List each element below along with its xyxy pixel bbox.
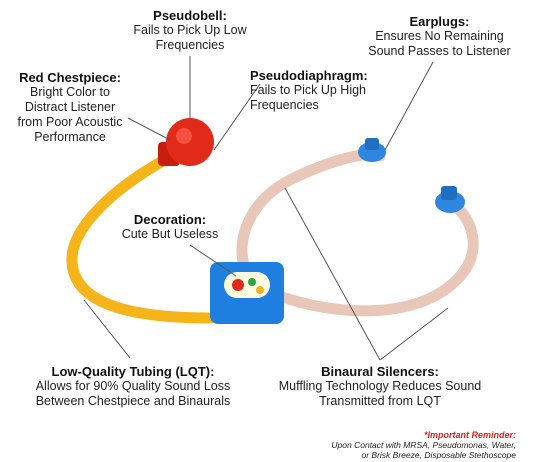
binaural-silencers-desc: Muffling Technology Reduces Sound Transm…	[278, 379, 482, 408]
label-decoration: Decoration: Cute But Useless	[110, 212, 230, 242]
reminder-title: *Important Reminder:	[423, 430, 516, 440]
earplugs-title: Earplugs:	[409, 14, 470, 29]
red-chestpiece	[158, 118, 214, 166]
earplugs-desc: Ensures No Remaining Sound Passes to Lis…	[368, 29, 511, 58]
pseudobell-title: Pseudobell:	[153, 8, 227, 23]
binaural-silencers-title: Binaural Silencers:	[321, 364, 439, 379]
decoration-title: Decoration:	[133, 212, 207, 227]
label-binaural-silencers: Binaural Silencers: Muffling Technology …	[262, 364, 498, 409]
lqt-desc: Allows for 90% Quality Sound Loss Betwee…	[35, 379, 231, 408]
binaural-tube-right	[262, 198, 479, 317]
reminder-body: Upon Contact with MRSA, Pseudomonas, Wat…	[331, 440, 516, 460]
lqt-title: Low-Quality Tubing (LQT):	[51, 364, 215, 379]
label-pseudobell: Pseudobell: Fails to Pick Up Low Frequen…	[110, 8, 270, 53]
label-pseudodiaphragm: Pseudodiaphragm: Fails to Pick Up High F…	[250, 68, 400, 113]
label-lqt: Low-Quality Tubing (LQT): Allows for 90%…	[18, 364, 248, 409]
label-red-chestpiece: Red Chestpiece: Bright Color to Distract…	[2, 70, 138, 145]
label-earplugs: Earplugs: Ensures No Remaining Sound Pas…	[352, 14, 527, 59]
yellow-tubing	[66, 152, 216, 324]
red-chestpiece-title: Red Chestpiece:	[19, 70, 121, 85]
pseudodiaphragm-title: Pseudodiaphragm:	[250, 68, 368, 83]
red-chestpiece-desc: Bright Color to Distract Listener from P…	[17, 85, 123, 144]
important-reminder: *Important Reminder: Upon Contact with M…	[256, 430, 516, 460]
decoration-block	[210, 262, 284, 324]
pseudodiaphragm-desc: Fails to Pick Up High Frequencies	[250, 83, 367, 112]
leader-lines	[83, 56, 449, 361]
decoration-desc: Cute But Useless	[121, 227, 219, 241]
earplug-right	[435, 186, 465, 213]
pseudobell-desc: Fails to Pick Up Low Frequencies	[133, 23, 247, 52]
binaural-tube	[236, 148, 386, 274]
earplug-left	[358, 138, 386, 162]
